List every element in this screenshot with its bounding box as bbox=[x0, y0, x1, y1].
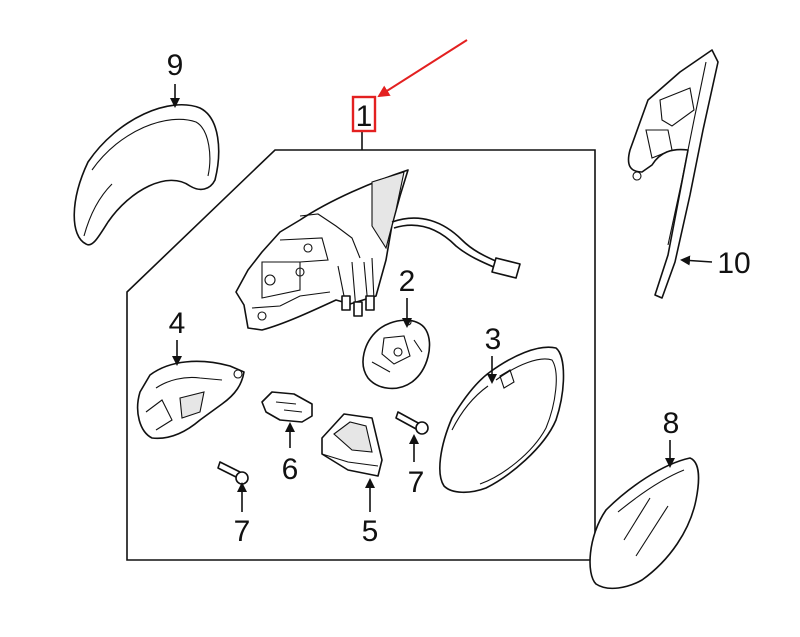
highlight-box-1 bbox=[351, 95, 377, 133]
part-2-mirror-motor bbox=[362, 318, 431, 390]
part-5-lamp-bracket bbox=[321, 413, 383, 477]
part-7-screw-right bbox=[395, 411, 429, 435]
part-6-clip bbox=[261, 391, 313, 423]
highlight-arrow bbox=[377, 39, 468, 98]
part-10-trim-strip bbox=[627, 49, 719, 299]
part-7-screw-left bbox=[217, 461, 249, 485]
callout-4: 4 bbox=[169, 307, 186, 340]
callout-9: 9 bbox=[167, 49, 184, 82]
callout-6: 6 bbox=[282, 453, 299, 486]
callout-8: 8 bbox=[663, 407, 680, 440]
callout-7-right: 7 bbox=[408, 466, 425, 499]
callout-1: 1 bbox=[356, 100, 373, 133]
part-8-mirror-glass bbox=[589, 457, 700, 590]
part-9-mirror-cap bbox=[73, 103, 220, 246]
callout-7-left: 7 bbox=[234, 515, 251, 548]
part-3-mirror-housing bbox=[439, 346, 565, 494]
part-1-mirror-base bbox=[235, 169, 521, 331]
part-4-lower-cover bbox=[136, 360, 245, 440]
callout-2: 2 bbox=[399, 265, 416, 298]
assembly-outline bbox=[126, 149, 596, 561]
callout-5: 5 bbox=[362, 515, 379, 548]
callout-3: 3 bbox=[485, 323, 502, 356]
callout-10: 10 bbox=[717, 247, 750, 280]
leader-10 bbox=[680, 255, 713, 266]
